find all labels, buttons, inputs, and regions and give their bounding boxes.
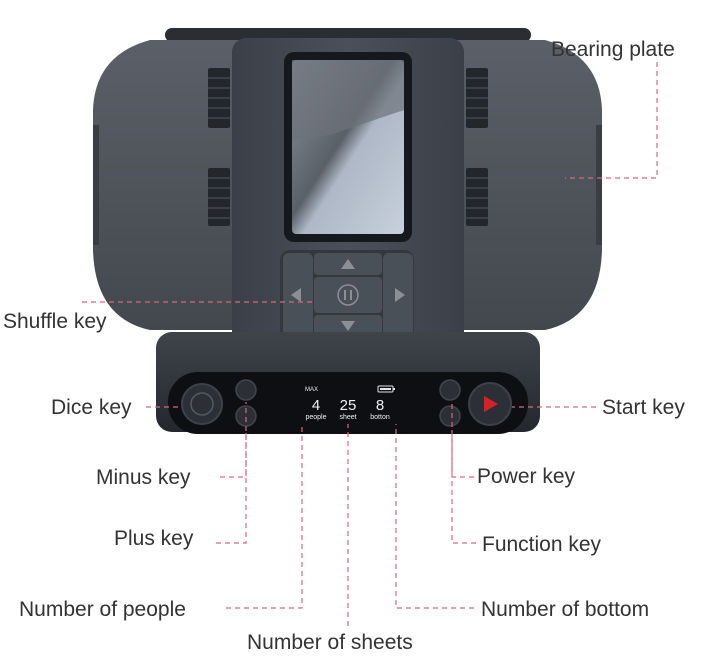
function-button[interactable] xyxy=(439,405,461,427)
shuffle-button[interactable] xyxy=(314,277,382,313)
pause-icon xyxy=(337,284,359,306)
triangle-left-icon xyxy=(291,288,301,302)
bottom-value: 8 xyxy=(376,397,384,414)
control-panel xyxy=(168,372,528,434)
leader-number-of-bottom xyxy=(395,424,474,609)
label-number-of-sheets: Number of sheets xyxy=(247,631,413,654)
leader-lines xyxy=(82,62,658,626)
leader-number-of-people xyxy=(226,424,303,609)
sheet-caption: sheet xyxy=(339,414,356,421)
battery-icon xyxy=(377,385,395,393)
label-number-of-people: Number of people xyxy=(19,598,186,621)
label-number-of-bottom: Number of bottom xyxy=(481,598,650,621)
label-shuffle-key: Shuffle key xyxy=(3,310,107,333)
play-icon xyxy=(484,396,498,412)
bottom-caption: botton xyxy=(370,414,390,421)
people-caption: people xyxy=(305,414,326,421)
label-minus-key: Minus key xyxy=(96,466,191,489)
label-plus-key: Plus key xyxy=(114,527,194,550)
triangle-right-icon xyxy=(395,288,405,302)
minus-button[interactable] xyxy=(235,379,257,401)
sheet-value: 25 xyxy=(340,397,357,414)
leader-function-key xyxy=(451,430,476,544)
max-label: MAX xyxy=(305,387,318,393)
triangle-down-icon xyxy=(341,321,355,331)
label-dice-key: Dice key xyxy=(51,396,132,419)
dice-button[interactable] xyxy=(181,383,223,425)
label-bearing-plate: Bearing plate xyxy=(551,38,675,61)
leader-plus-key xyxy=(216,430,247,544)
people-value: 4 xyxy=(312,397,320,414)
leader-bearing-plate xyxy=(565,62,658,179)
label-power-key: Power key xyxy=(477,465,576,488)
power-button[interactable] xyxy=(439,379,461,401)
label-start-key: Start key xyxy=(602,396,685,419)
label-function-key: Function key xyxy=(482,533,602,556)
triangle-up-icon xyxy=(341,259,355,269)
leader-minus-key xyxy=(220,402,247,478)
